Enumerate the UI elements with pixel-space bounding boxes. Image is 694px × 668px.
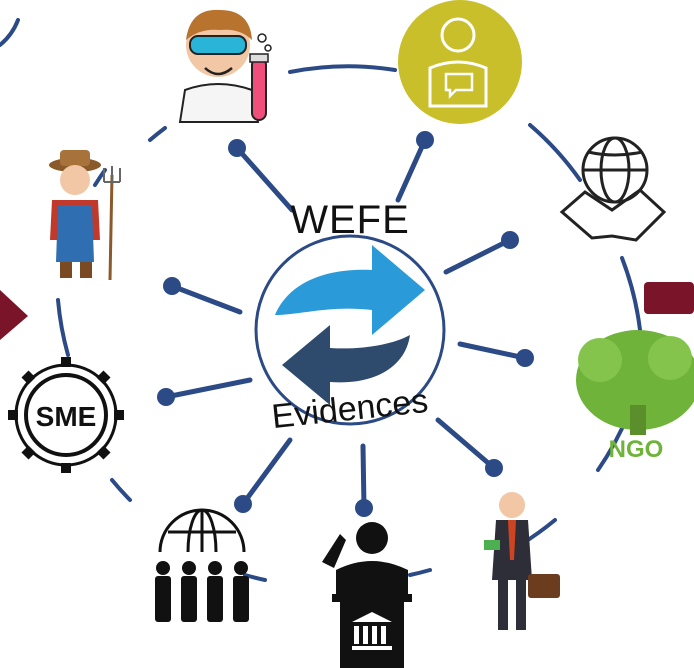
citizen-talking-icon: [398, 0, 522, 124]
arrow-left-dark: [282, 325, 410, 405]
center-title: WEFE: [290, 198, 410, 242]
arrow-right-light: [275, 245, 425, 335]
farmer-icon: [49, 150, 121, 281]
businessman-icon: [484, 492, 560, 630]
policy-maker-podium-icon: [322, 522, 412, 668]
globe-handshake-icon: [559, 136, 667, 242]
scientist-icon: [178, 9, 272, 123]
center-logo: WEFE Evidences: [254, 198, 446, 436]
left-side-arrow: [0, 290, 28, 340]
global-people-icon: [155, 508, 249, 622]
ngo-tree-icon: NGO: [576, 330, 694, 463]
right-side-arrow: [644, 282, 694, 314]
connectors: [157, 131, 534, 517]
sme-label: SME: [36, 401, 97, 432]
sme-gear-icon: SME: [8, 357, 124, 473]
ngo-label: NGO: [609, 436, 664, 463]
